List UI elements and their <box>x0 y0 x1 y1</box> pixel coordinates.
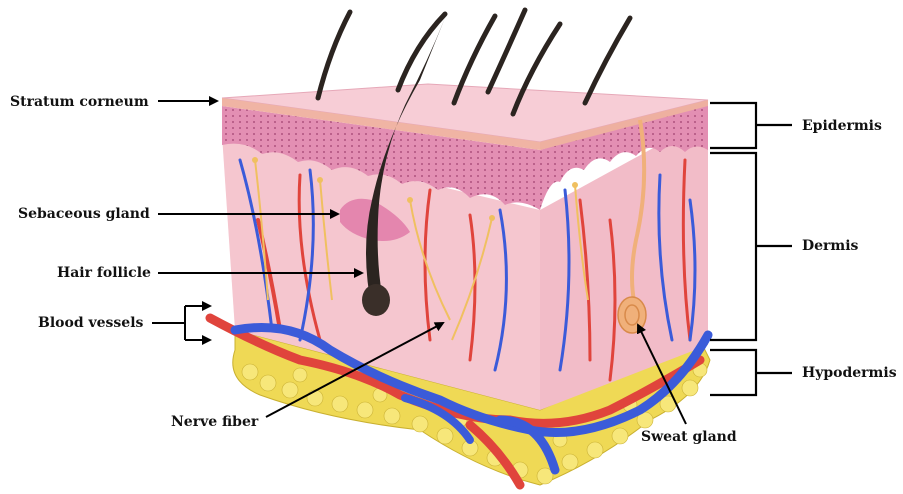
epidermis-bracket <box>710 103 792 148</box>
sweat-gland-coil <box>618 297 646 333</box>
epidermis-label: Epidermis <box>802 118 882 134</box>
sweat-gland-label: Sweat gland <box>641 429 737 445</box>
sebaceous-gland-label: Sebaceous gland <box>18 206 150 222</box>
stratum-corneum-label: Stratum corneum <box>10 94 149 110</box>
blood-vessels-bracket-arrows <box>152 306 185 340</box>
hypodermis-bracket <box>710 350 792 395</box>
nerve-fiber-label: Nerve fiber <box>171 414 258 430</box>
dermis-label: Dermis <box>802 238 858 254</box>
dermis-bracket <box>710 153 792 340</box>
blood-vessels-label: Blood vessels <box>38 315 143 331</box>
hypodermis-label: Hypodermis <box>802 365 897 381</box>
hair-follicle-label: Hair follicle <box>57 265 151 281</box>
layer-brackets <box>710 103 792 395</box>
